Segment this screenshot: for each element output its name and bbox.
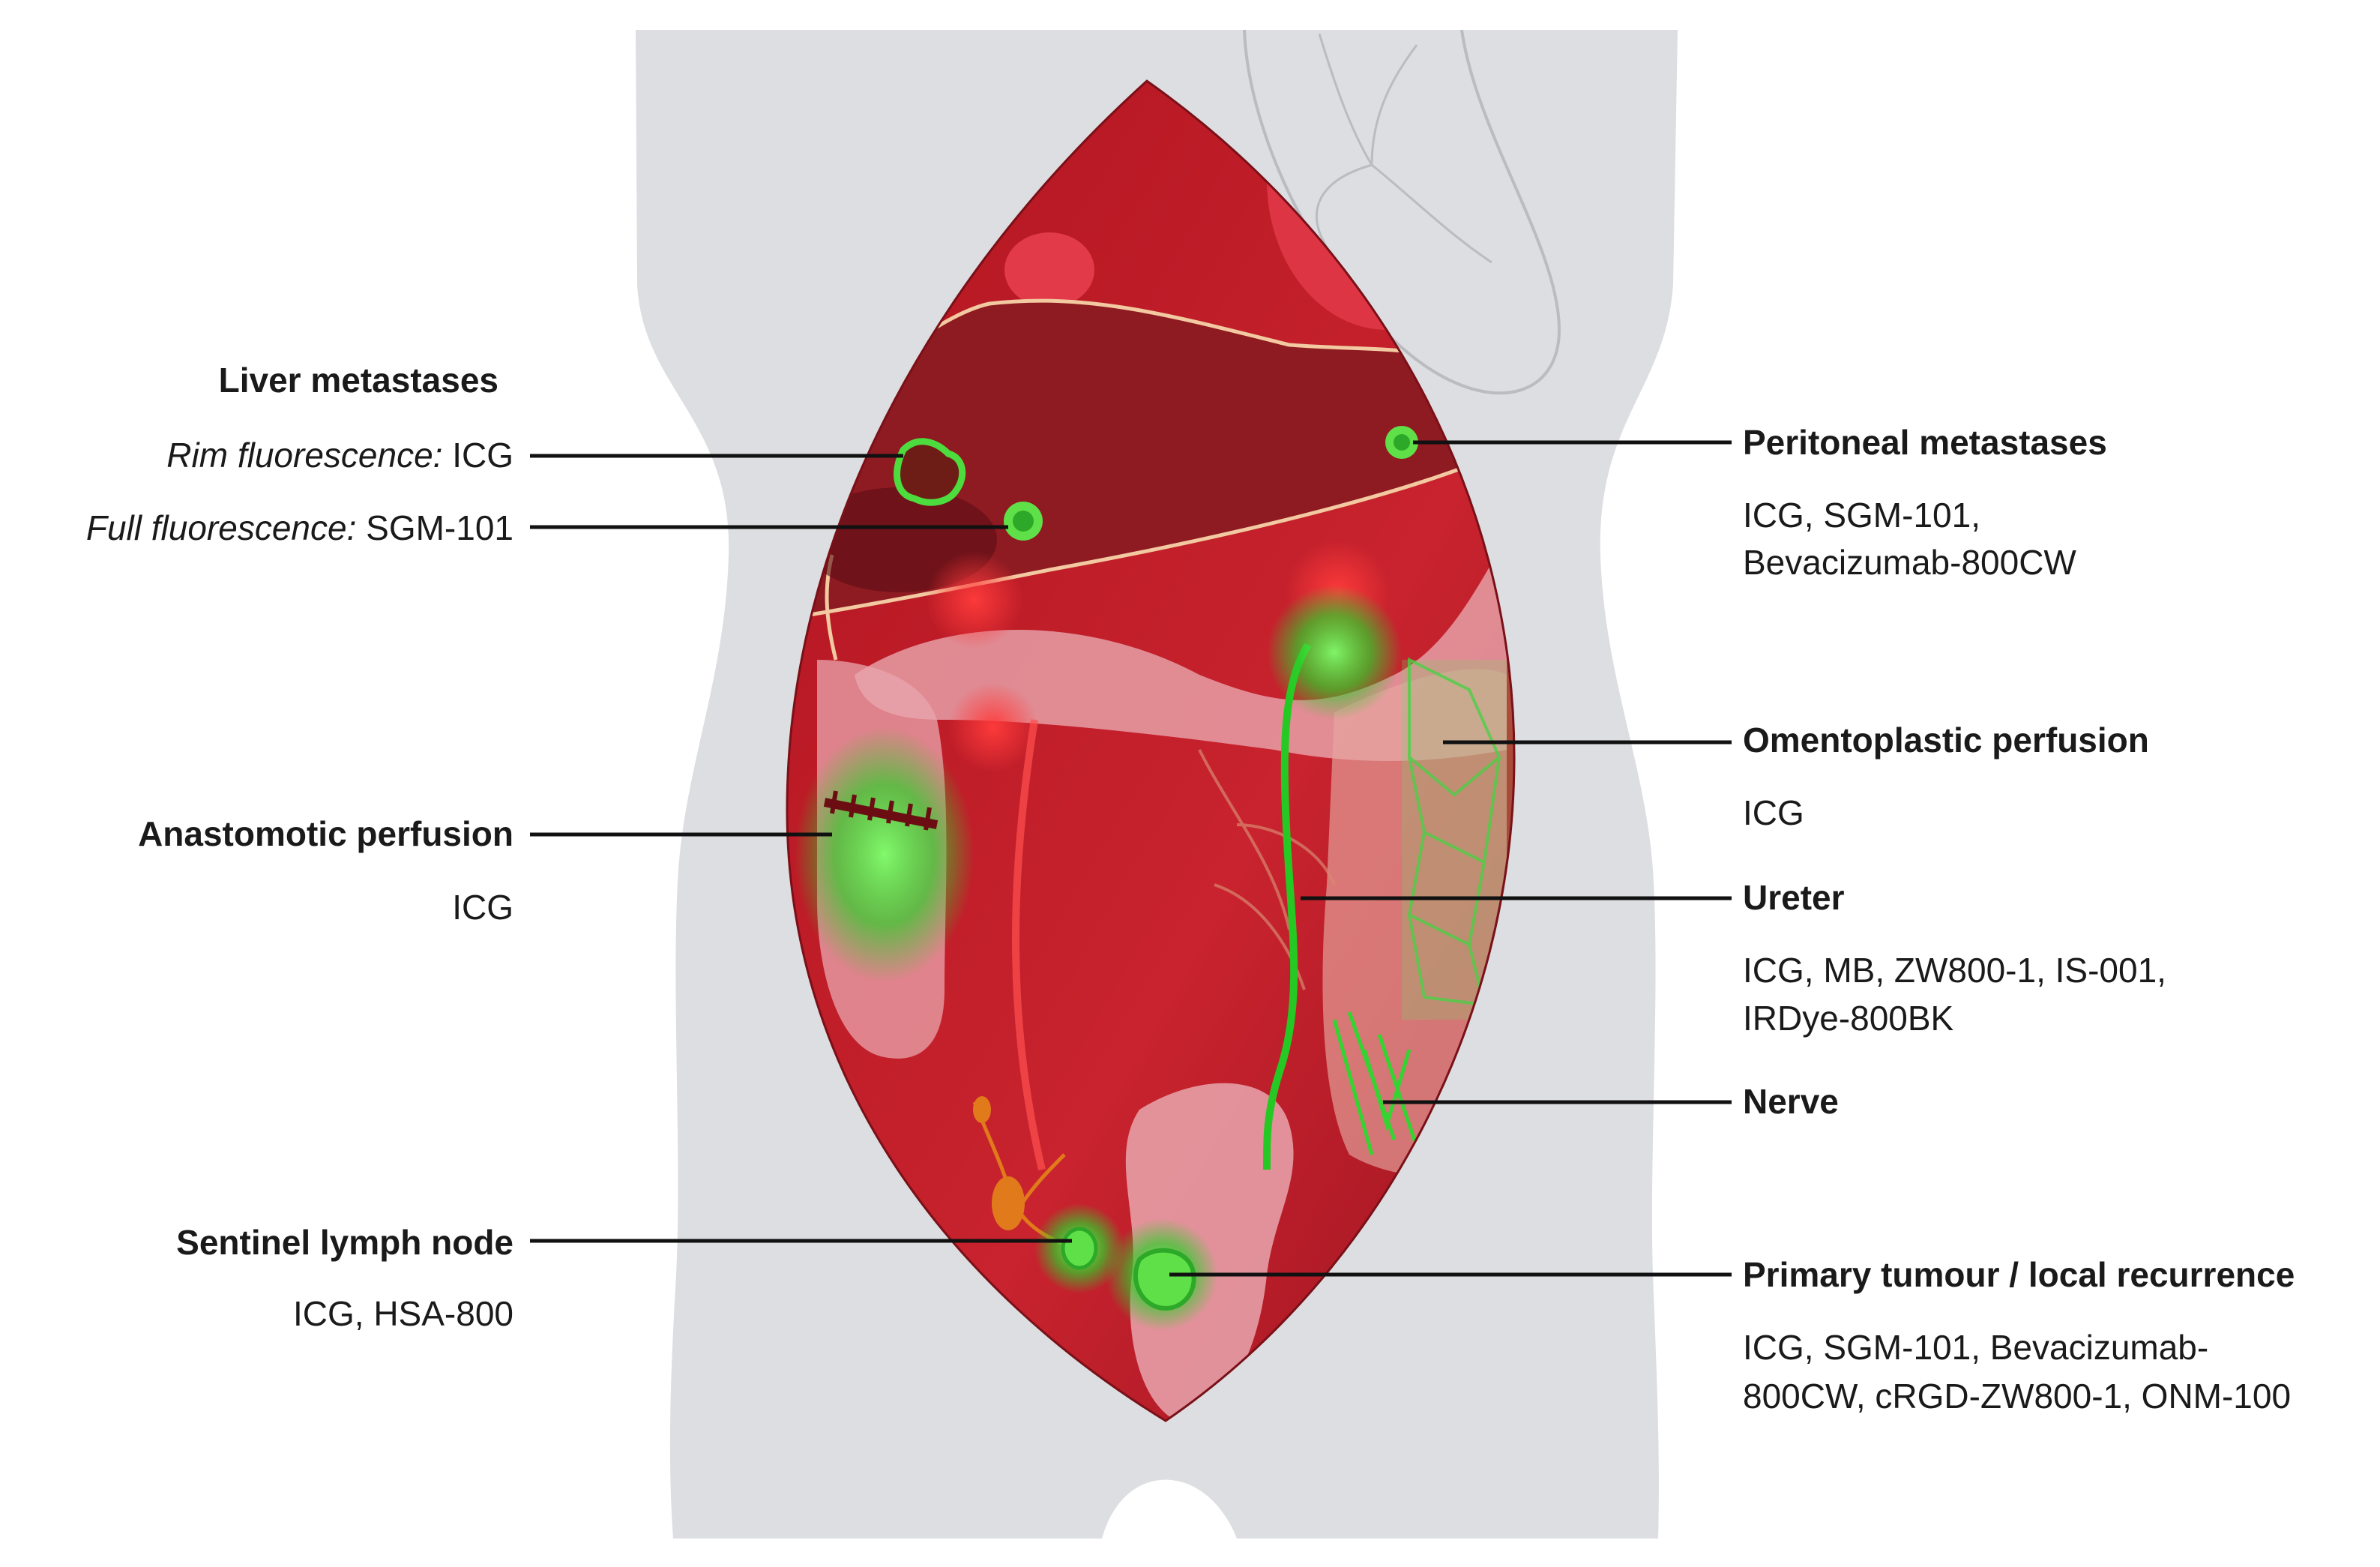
primary-tumour [1133, 1248, 1196, 1311]
primary-tumour-agents-1: ICG, SGM-101, Bevacizumab- [1743, 1328, 2209, 1367]
omentoplastic-perfusion-title: Omentoplastic perfusion [1743, 721, 2149, 760]
anastomosis-suture [823, 798, 939, 829]
peritoneal-lesion [1385, 426, 1418, 459]
ureter-title: Ureter [1743, 878, 1845, 917]
liver-full-lesion [1004, 502, 1043, 541]
ureter-agents-1: ICG, MB, ZW800-1, IS-001, [1743, 951, 2166, 990]
peritoneal-metastases-title: Peritoneal metastases [1743, 423, 2107, 462]
peritoneal-metastases-agents-1: ICG, SGM-101, [1743, 496, 1980, 535]
sentinel-lymph-node-agents: ICG, HSA-800 [293, 1294, 513, 1333]
liver-metastases-title: Liver metastases [218, 361, 498, 400]
primary-tumour-agents-2: 800CW, cRGD-ZW800-1, ONM-100 [1743, 1377, 2292, 1416]
rim-fluorescence-prefix: Rim fluorescence: [166, 436, 443, 475]
nerve-title: Nerve [1743, 1082, 1839, 1121]
opening-outline [786, 79, 1516, 1422]
leader-lines [530, 440, 1732, 1277]
omentum-network [1407, 657, 1501, 1007]
primary-tumour-title: Primary tumour / local recurrence [1743, 1255, 2295, 1294]
liver-full-label: Full fluorescence: SGM-101 [86, 504, 513, 552]
ureter-agents-2: IRDye-800BK [1743, 999, 1954, 1038]
nerve-fibres [1332, 1011, 1419, 1155]
anastomotic-perfusion-agents: ICG [452, 888, 513, 927]
rim-fluorescence-agent: ICG [442, 436, 513, 475]
omentoplastic-perfusion-agents: ICG [1743, 793, 1804, 832]
sentinel-lymph-node-title: Sentinel lymph node [176, 1223, 513, 1262]
peritoneal-metastases-agents-2: Bevacizumab-800CW [1743, 543, 2076, 582]
full-fluorescence-prefix: Full fluorescence: [85, 508, 357, 547]
liver-rim-label: Rim fluorescence: ICG [166, 431, 513, 479]
ureter-line [1263, 643, 1312, 1170]
anastomotic-perfusion-title: Anastomotic perfusion [138, 814, 513, 853]
liver-rim-lesion [894, 438, 966, 506]
sentinel-node [1061, 1227, 1098, 1270]
organ-highlight [1004, 232, 1094, 307]
full-fluorescence-agent: SGM-101 [356, 508, 513, 547]
